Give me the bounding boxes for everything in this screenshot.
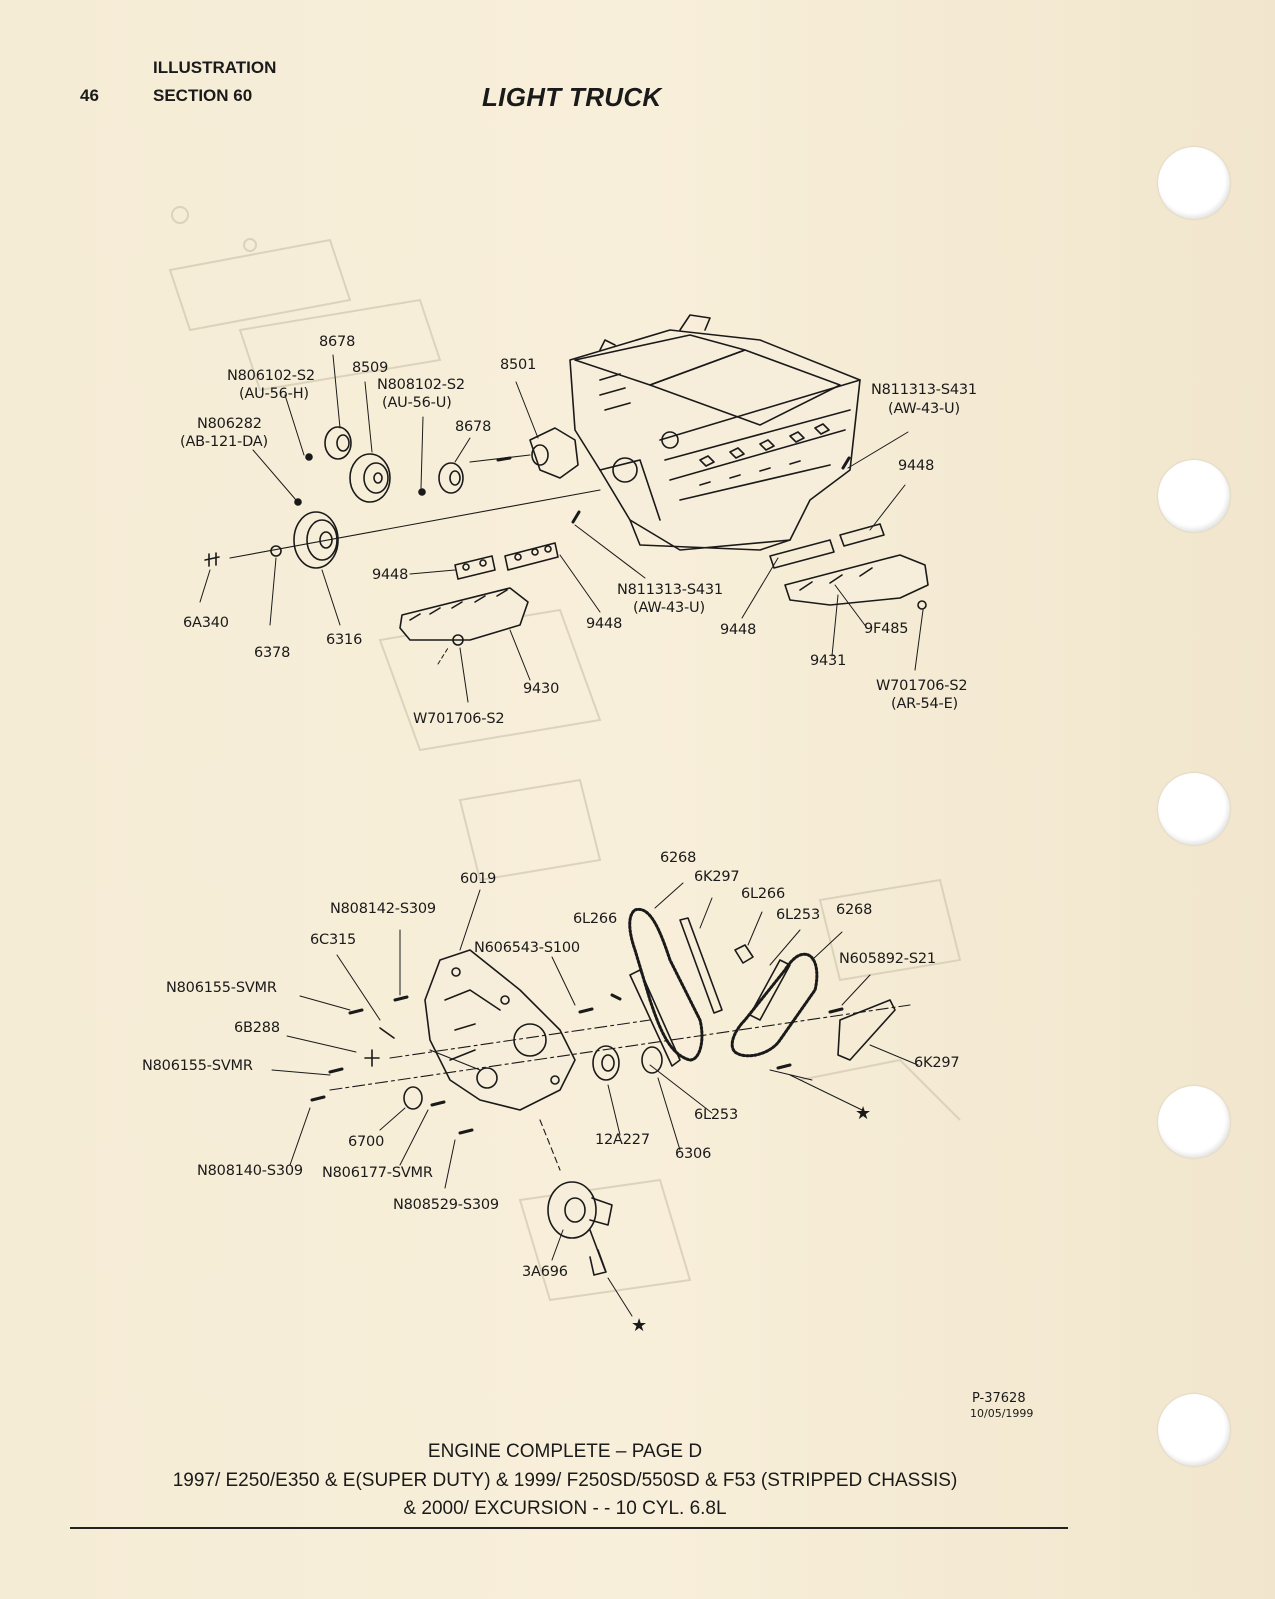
star-marker: ★ <box>855 1103 871 1124</box>
exhaust-gasket-right <box>769 523 885 569</box>
binder-hole <box>1158 460 1230 532</box>
reference-date: 10/05/1999 <box>970 1407 1034 1420</box>
part-label: 6316 <box>326 632 363 648</box>
part-label: N806102-S2 <box>227 368 315 384</box>
part-label: 9F485 <box>864 621 909 637</box>
exhaust-manifold-right-9431 <box>784 554 929 610</box>
part-label: (AU-56-H) <box>239 386 309 402</box>
caption-line-1: ENGINE COMPLETE – PAGE D <box>427 1441 703 1462</box>
crank-pulley-6316 <box>293 511 339 569</box>
binder-hole <box>1158 147 1230 219</box>
chain-guide-6K297-a <box>679 917 723 1014</box>
part-label: 6700 <box>348 1134 385 1150</box>
part-label: 8501 <box>500 357 537 373</box>
part-label: N811313-S431 <box>617 582 723 598</box>
bottom-rule <box>70 1527 1068 1529</box>
section-label: SECTION 60 <box>153 86 253 105</box>
part-label: 6378 <box>254 645 291 661</box>
tensioner-pulley-8509 <box>349 453 391 503</box>
chain-guide-6K297-b <box>837 999 896 1061</box>
reference-number: P-37628 <box>972 1391 1026 1406</box>
part-label: 3A696 <box>522 1264 568 1280</box>
part-label: N808529-S309 <box>393 1197 499 1213</box>
part-label: 9448 <box>586 616 623 632</box>
caption-line-2: 1997/ E250/E350 & E(SUPER DUTY) & 1999/ … <box>172 1470 958 1491</box>
crank-sprocket-6306 <box>641 1046 663 1074</box>
part-label: (AB-121-DA) <box>180 434 268 450</box>
caption-line-3: & 2000/ EXCURSION - - 10 CYL. 6.8L <box>403 1498 727 1519</box>
part-label: (AR-54-E) <box>891 696 958 712</box>
bleed-through-artwork <box>168 206 962 1302</box>
leader-lines-lower <box>271 882 919 1317</box>
tensioner-arm-6L253-b <box>749 959 791 1021</box>
part-label: 9430 <box>523 681 560 697</box>
exhaust-manifold-left-9430 <box>399 587 529 646</box>
part-label: N811313-S431 <box>871 382 977 398</box>
part-label: N808102-S2 <box>377 377 465 393</box>
part-label: N806282 <box>197 416 262 432</box>
part-label: N806155-SVMR <box>142 1058 253 1074</box>
idler-pulley-8678-a <box>324 426 352 460</box>
part-label: N606543-S100 <box>474 940 580 956</box>
part-label: W701706-S2 <box>876 678 968 694</box>
part-label: 6K297 <box>914 1055 960 1071</box>
part-label: 6268 <box>836 902 873 918</box>
tensioner-arm-6L253-a <box>629 969 681 1067</box>
engine-block <box>569 314 861 551</box>
part-label: 6K297 <box>694 869 740 885</box>
part-label: 8678 <box>319 334 356 350</box>
part-label: 8678 <box>455 419 492 435</box>
part-label: (AU-56-U) <box>382 395 452 411</box>
part-label: 6019 <box>460 871 497 887</box>
centerlines-lower <box>329 1004 911 1171</box>
part-label: 9448 <box>372 567 409 583</box>
binder-hole <box>1158 1086 1230 1158</box>
star-marker: ★ <box>631 1315 647 1336</box>
binder-hole <box>1158 773 1230 845</box>
part-label: 6L253 <box>694 1107 738 1123</box>
part-label: N605892-S21 <box>839 951 936 967</box>
front-cover-6019 <box>424 949 576 1111</box>
timing-chain-left-6268 <box>628 907 704 1062</box>
part-label: 6306 <box>675 1146 712 1162</box>
part-label: 9448 <box>720 622 757 638</box>
part-label: N808140-S309 <box>197 1163 303 1179</box>
part-label: 8509 <box>352 360 389 376</box>
part-label: (AW-43-U) <box>633 600 705 616</box>
part-label: 6268 <box>660 850 697 866</box>
leader-lines-upper <box>199 354 924 703</box>
part-label: 9431 <box>810 653 847 669</box>
oil-pump-6600 <box>547 1181 613 1276</box>
small-bolts-lower <box>310 993 844 1135</box>
oil-seal-6700 <box>403 1086 423 1110</box>
binder-hole <box>1158 1394 1230 1466</box>
crank-sprocket-12A227 <box>592 1045 620 1081</box>
part-label: 6L266 <box>573 911 617 927</box>
part-label: 6B288 <box>234 1020 280 1036</box>
part-label: N806177-SVMR <box>322 1165 433 1181</box>
part-label: 6C315 <box>310 932 357 948</box>
part-label: (AW-43-U) <box>888 401 960 417</box>
part-label: 6A340 <box>183 615 229 631</box>
part-label: N808142-S309 <box>330 901 436 917</box>
illustration-label: ILLUSTRATION <box>153 58 277 77</box>
water-pump-8501 <box>529 427 579 479</box>
tensioner-6L266-b <box>734 944 754 964</box>
exhaust-gasket-left <box>454 542 559 580</box>
part-label: W701706-S2 <box>413 711 505 727</box>
page-number: 46 <box>80 86 99 105</box>
part-label: 9448 <box>898 458 935 474</box>
part-label: N806155-SVMR <box>166 980 277 996</box>
part-label: 6L266 <box>741 886 785 902</box>
part-label: 6L253 <box>776 907 820 923</box>
part-label: 12A227 <box>595 1132 650 1148</box>
page-title: LIGHT TRUCK <box>482 82 662 112</box>
idler-pulley-8678-b <box>438 462 464 494</box>
